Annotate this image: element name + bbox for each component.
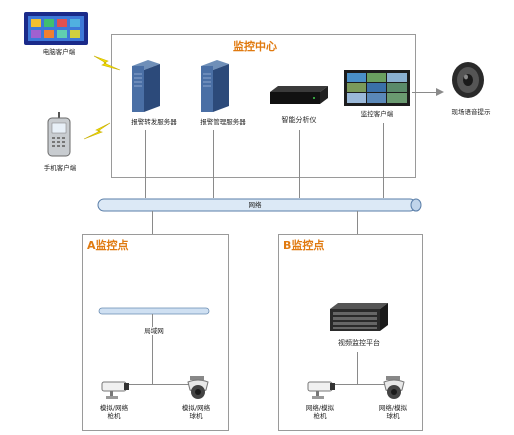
tablet-icon — [24, 12, 88, 45]
gun-camera-icon — [101, 381, 129, 399]
site-b-dome-camera-label: 网络/模拟 球机 — [378, 404, 408, 420]
mobile-client-label: 手机客户端 — [43, 164, 77, 172]
link-line — [318, 384, 398, 385]
site-b-box — [278, 234, 423, 431]
link-line — [145, 130, 146, 198]
video-platform-label: 视频监控平台 — [338, 339, 380, 347]
nvr-device-icon — [330, 303, 388, 331]
site-a-gun-camera-label: 模拟/网络 枪机 — [99, 404, 129, 420]
network-label: 网络 — [248, 201, 262, 209]
link-line — [152, 314, 153, 384]
alarm-forward-server-label: 报警转发服务器 — [131, 118, 177, 126]
site-b-gun-camera-node: 网络/模拟 枪机 — [296, 374, 348, 424]
analyzer-box-icon — [270, 86, 328, 104]
site-a-dome-camera-node: 模拟/网络 球机 — [172, 372, 224, 424]
alarm-mgmt-server-node: 报警管理服务器 — [181, 60, 251, 132]
intelligent-analyzer-node: 智能分析仪 — [268, 86, 332, 130]
lan-label: 局域网 — [140, 327, 168, 335]
monitoring-center-title: 监控中心 — [233, 40, 277, 53]
audio-alert-node: 现场语音提示 — [432, 60, 510, 122]
alarm-forward-server-node: 报警转发服务器 — [112, 60, 182, 132]
mobile-client-node: 手机客户端 — [30, 112, 90, 174]
link-line — [357, 352, 358, 384]
video-platform-node: 视频监控平台 — [326, 303, 392, 351]
link-line — [299, 130, 300, 198]
lan-switch-bar — [98, 307, 210, 315]
alarm-mgmt-server-label: 报警管理服务器 — [200, 118, 246, 126]
link-line — [383, 123, 384, 198]
arrow-line — [412, 92, 438, 93]
gun-camera-icon — [307, 381, 335, 399]
intelligent-analyzer-label: 智能分析仪 — [281, 116, 317, 124]
dome-camera-icon — [187, 376, 209, 399]
site-a-gun-camera-node: 模拟/网络 枪机 — [90, 374, 142, 424]
wireless-lightning-icon — [83, 122, 111, 140]
arrow-head-icon — [436, 88, 444, 96]
pc-client-node: 电脑客户端 — [22, 12, 98, 62]
server-tower-icon — [201, 60, 229, 112]
video-wall-icon — [344, 70, 410, 106]
link-line — [112, 384, 196, 385]
monitor-client-node: 监控客户端 — [342, 70, 418, 126]
network-pipe — [97, 198, 422, 212]
site-b-gun-camera-label: 网络/模拟 枪机 — [305, 404, 335, 420]
monitoring-center-box — [111, 34, 416, 178]
link-line — [213, 130, 214, 198]
speaker-icon — [452, 62, 484, 98]
site-b-title: B监控点 — [283, 239, 325, 252]
site-a-dome-camera-label: 模拟/网络 球机 — [181, 404, 211, 420]
dome-camera-icon — [383, 376, 405, 399]
server-tower-icon — [132, 60, 160, 112]
wireless-lightning-icon — [93, 55, 121, 71]
pc-client-label: 电脑客户端 — [42, 48, 76, 56]
site-a-title: A监控点 — [87, 239, 129, 252]
monitor-client-label: 监控客户端 — [360, 110, 394, 118]
site-b-dome-camera-node: 网络/模拟 球机 — [370, 372, 422, 424]
mobile-phone-icon — [47, 112, 71, 157]
audio-alert-label: 现场语音提示 — [451, 108, 491, 116]
